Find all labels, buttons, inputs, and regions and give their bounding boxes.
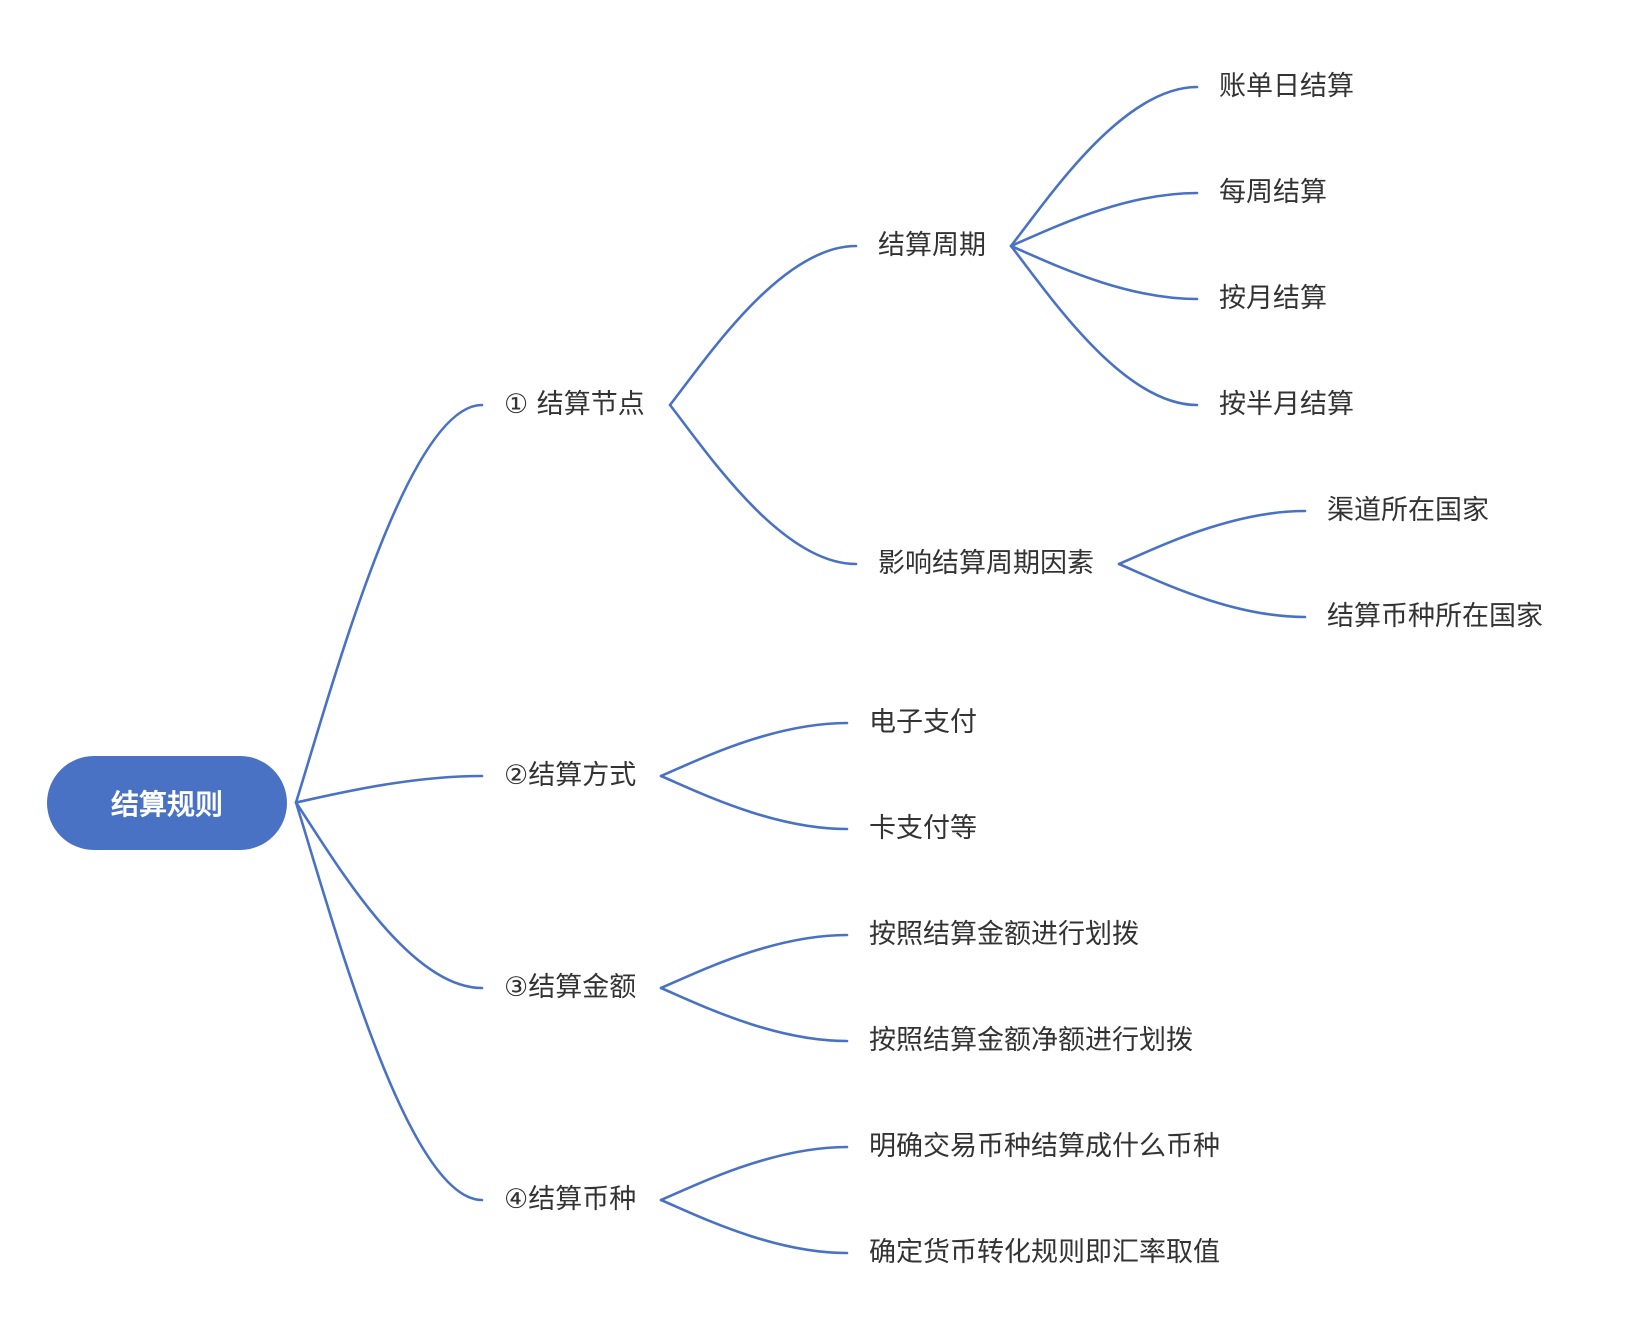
connector-line [1009,191,1199,248]
connector-line [659,721,849,778]
connector-line [1117,509,1307,566]
leaf-card-payment[interactable]: 卡支付等 [869,813,977,844]
topic-settlement-amount[interactable]: ③结算金额 [504,972,637,1003]
leaf-semimonthly-settlement[interactable]: 按半月结算 [1219,389,1354,420]
connector-line [1009,85,1199,248]
connector-line [668,403,858,566]
leaf-currency-conversion-target[interactable]: 明确交易币种结算成什么币种 [869,1131,1220,1162]
subtopic-cycle-factors[interactable]: 影响结算周期因素 [878,548,1094,579]
root-topic[interactable]: 结算规则 [47,755,287,850]
topic-settlement-method[interactable]: ②结算方式 [504,760,637,791]
leaf-exchange-rate-rule[interactable]: 确定货币转化规则即汇率取值 [869,1237,1220,1268]
connector-line [1009,244,1199,301]
connector-line [1117,562,1307,619]
connector-line [659,933,849,990]
leaf-gross-amount-transfer[interactable]: 按照结算金额进行划拨 [869,919,1139,950]
leaf-weekly-settlement[interactable]: 每周结算 [1219,177,1327,208]
connector-line [1009,244,1199,407]
leaf-currency-country[interactable]: 结算币种所在国家 [1327,601,1543,632]
connector-line [294,403,484,804]
connector-line [659,1198,849,1255]
connector-line [659,986,849,1043]
subtopic-settlement-cycle[interactable]: 结算周期 [878,230,986,261]
topic-settlement-currency[interactable]: ④结算币种 [504,1184,637,1215]
leaf-monthly-settlement[interactable]: 按月结算 [1219,283,1327,314]
connector-line [294,801,484,1202]
leaf-billing-day-settlement[interactable]: 账单日结算 [1219,71,1354,102]
root-topic-label: 结算规则 [110,787,223,821]
connector-line [668,244,858,407]
leaf-electronic-payment[interactable]: 电子支付 [869,707,977,738]
leaf-channel-country[interactable]: 渠道所在国家 [1327,495,1489,526]
connector-line [659,1145,849,1202]
connector-line [659,774,849,831]
leaf-net-amount-transfer[interactable]: 按照结算金额净额进行划拨 [869,1025,1193,1056]
connector-line [294,774,484,804]
topic-settlement-node[interactable]: ① 结算节点 [504,389,645,420]
connector-line [294,801,484,990]
